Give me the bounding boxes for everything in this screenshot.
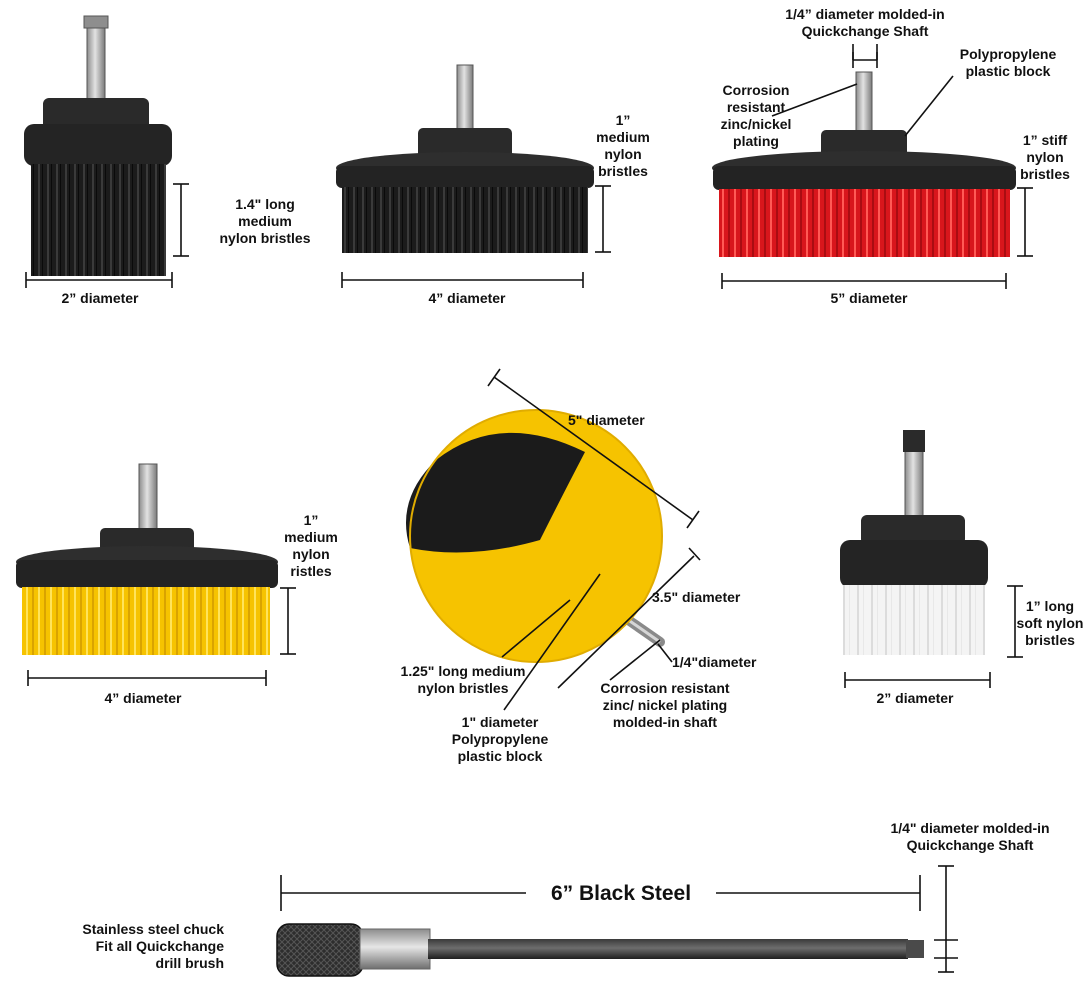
bristles [31, 164, 166, 276]
extension-bar [276, 923, 924, 977]
bristles [843, 585, 985, 655]
dim-diameter-ball-tick [487, 368, 501, 387]
brush-5in-red-plating-label: Corrosion resistant zinc/nickel plating [720, 82, 792, 149]
brush-2in-white-bristle-label: 1” long soft nylon bristles [1016, 598, 1084, 648]
plastic-block [418, 128, 512, 158]
brush-ball-diameter-label: 5" diameter [568, 412, 645, 428]
brush-ball-block-label: 1" diameter Polypropylene plastic block [451, 714, 549, 764]
brush-2in-black-diameter-label: 2” diameter [61, 290, 139, 306]
bristles [22, 587, 270, 655]
brush-2in-black [24, 15, 172, 276]
brush-ball-inner-diameter-label: 3.5" diameter [652, 589, 741, 605]
brush-5in-red-bristle-label: 1” stiff nylon bristles [1020, 132, 1070, 182]
shaft [86, 15, 106, 105]
extension-shaft-label: 1/4" diameter molded-in Quickchange Shaf… [890, 820, 1050, 853]
leader-block-5in-red [904, 75, 954, 137]
dim-diameter-ball-tick [686, 510, 700, 529]
brush-ball-bristle-label: 1.25" long medium nylon bristles [400, 663, 526, 696]
brush-4in-black-diameter-label: 4” diameter [428, 290, 506, 306]
dim-shaft-diameter-ball [657, 643, 673, 663]
dim-diameter-ball [493, 376, 694, 521]
brush-ball-shaft-label: Corrosion resistant zinc/ nickel plating… [600, 680, 730, 730]
brush-4in-yellow-bristle-label: 1” medium nylon ristles [284, 512, 338, 579]
brush-5in-red-block-label: Polypropylene plastic block [959, 46, 1057, 79]
plastic-block [43, 98, 149, 132]
chuck [276, 923, 364, 977]
brush-2in-black-bristle-label: 1.4" long medium nylon bristles [219, 196, 311, 246]
brush-4in-black [336, 64, 594, 253]
brush-5in-red [712, 71, 1016, 257]
leader-block-ball [503, 573, 601, 711]
brush-4in-yellow-diameter-label: 4” diameter [104, 690, 182, 706]
brush-5in-red-shaft-label: 1/4” diameter molded-in Quickchange Shaf… [785, 6, 945, 39]
shaft [456, 64, 474, 136]
leader-bristle-ball [501, 599, 571, 658]
leader-shaft-ball [609, 639, 661, 681]
bristles [342, 187, 588, 253]
brush-5in-red-diameter-label: 5” diameter [830, 290, 908, 306]
dimension-lines [25, 44, 1033, 973]
brush-4in-yellow [16, 463, 278, 655]
brush-2in-white-diameter-label: 2” diameter [876, 690, 954, 706]
shaft [855, 71, 873, 139]
brush-ball-black-yellow [405, 409, 665, 663]
extension-length-label: 6” Black Steel [526, 882, 716, 906]
plastic-block [821, 130, 907, 158]
shaft [138, 463, 158, 537]
leader-plating-5in-red [771, 83, 858, 117]
bristles [719, 189, 1010, 257]
dim-inner-diameter-ball [557, 555, 695, 689]
brush-2in-white [840, 430, 988, 655]
brush-4in-black-bristle-label: 1” medium nylon bristles [596, 112, 650, 179]
extension-chuck-label: Stainless steel chuck Fit all Quickchang… [82, 921, 224, 971]
dim-inner-diameter-ball-tick [688, 547, 701, 561]
brush-ball-shaft-diameter-label: 1/4"diameter [672, 654, 757, 670]
plastic-block [861, 515, 965, 545]
